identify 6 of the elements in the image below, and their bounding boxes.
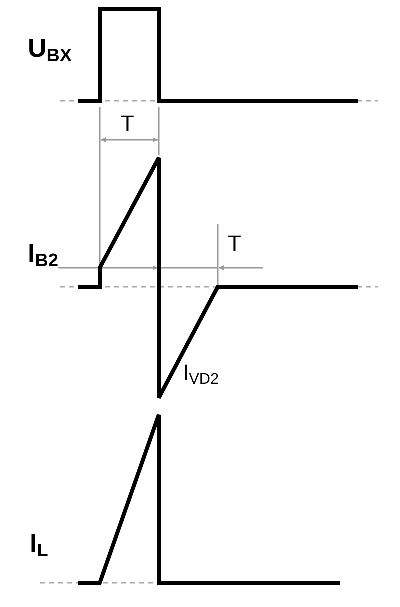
signal-label: I$_{B2}$ <box>28 240 58 270</box>
signal-label: T <box>121 113 134 135</box>
signal-label: T <box>228 233 242 255</box>
signal-label: I$_{VD2}$ <box>183 362 220 388</box>
signal-label: U$_{BX}$ <box>28 35 72 65</box>
signal-label: I$_{L}$ <box>30 530 48 560</box>
